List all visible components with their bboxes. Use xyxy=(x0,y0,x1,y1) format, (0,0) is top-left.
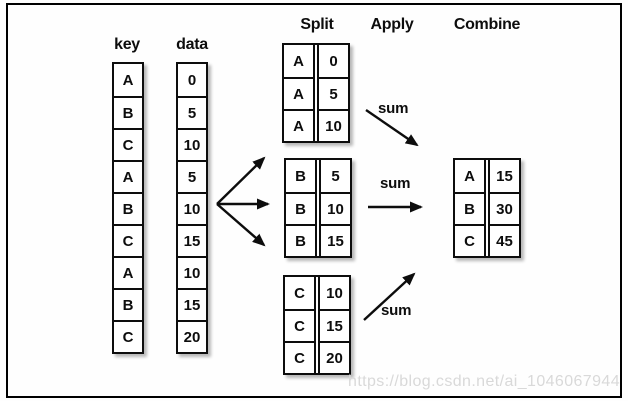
combine-header: Combine xyxy=(453,16,521,33)
split-value-cell: 0 xyxy=(317,45,348,77)
key-cell: A xyxy=(114,160,142,192)
split-key-cell: C xyxy=(285,341,316,373)
split-key-cell: B xyxy=(286,224,317,256)
data-cell: 5 xyxy=(178,160,206,192)
split-key-cell: B xyxy=(286,192,317,224)
data-cell: 10 xyxy=(178,256,206,288)
data-cell: 15 xyxy=(178,288,206,320)
key-cell: C xyxy=(114,224,142,256)
apply-header: Apply xyxy=(370,16,414,33)
key-cell: C xyxy=(114,320,142,352)
split-key-cell: B xyxy=(286,160,317,192)
combine-value-cell: 15 xyxy=(488,160,519,192)
data-header: data xyxy=(176,36,208,53)
key-cell: B xyxy=(114,192,142,224)
data-cell: 20 xyxy=(178,320,206,352)
key-header: key xyxy=(114,36,140,53)
split-key-cell: C xyxy=(285,309,316,341)
split-key-cell: A xyxy=(284,109,315,141)
key-cell: A xyxy=(122,71,134,89)
split-table-group-a: A 0 A 5 A 10 xyxy=(282,43,350,143)
data-cell: 5 xyxy=(178,96,206,128)
combine-key-cell: C xyxy=(455,224,486,256)
combine-value-cell: 30 xyxy=(488,192,519,224)
data-cell: 10 xyxy=(178,128,206,160)
split-arrow-up-icon xyxy=(216,156,266,205)
split-header: Split xyxy=(300,16,334,33)
combine-key-cell: A xyxy=(455,160,486,192)
sum-label-c: sum xyxy=(381,302,412,319)
data-cell: 15 xyxy=(178,224,206,256)
split-value-cell: 10 xyxy=(319,192,350,224)
sum-label-b: sum xyxy=(380,175,411,192)
split-value-cell: 5 xyxy=(317,77,348,109)
split-value-cell: 20 xyxy=(318,341,349,373)
split-value-cell: 10 xyxy=(317,109,348,141)
split-table-group-b: B 5 B 10 B 15 xyxy=(284,158,352,258)
split-key-cell: A xyxy=(284,77,315,109)
key-column: A B C A B C A B C xyxy=(112,62,144,354)
split-value-cell: 5 xyxy=(319,160,350,192)
key-cell: B xyxy=(114,96,142,128)
key-cell: B xyxy=(114,288,142,320)
data-column: 0 5 10 5 10 15 10 15 20 xyxy=(176,62,208,354)
split-table-group-c: C 10 C 15 C 20 xyxy=(283,275,351,375)
combine-value-cell: 45 xyxy=(488,224,519,256)
split-value-cell: 10 xyxy=(318,277,349,309)
combine-key-cell: B xyxy=(455,192,486,224)
split-value-cell: 15 xyxy=(319,224,350,256)
key-cell: A xyxy=(114,256,142,288)
data-cell: 0 xyxy=(187,71,197,89)
split-arrow-down-icon xyxy=(216,203,266,247)
data-cell: 10 xyxy=(178,192,206,224)
split-key-cell: A xyxy=(284,45,315,77)
key-cell: C xyxy=(114,128,142,160)
split-key-cell: C xyxy=(285,277,316,309)
combine-table: A 15 B 30 C 45 xyxy=(453,158,521,258)
split-value-cell: 15 xyxy=(318,309,349,341)
sum-label-a: sum xyxy=(378,100,409,117)
watermark-text: https://blog.csdn.net/ai_1046067944 xyxy=(348,373,620,390)
